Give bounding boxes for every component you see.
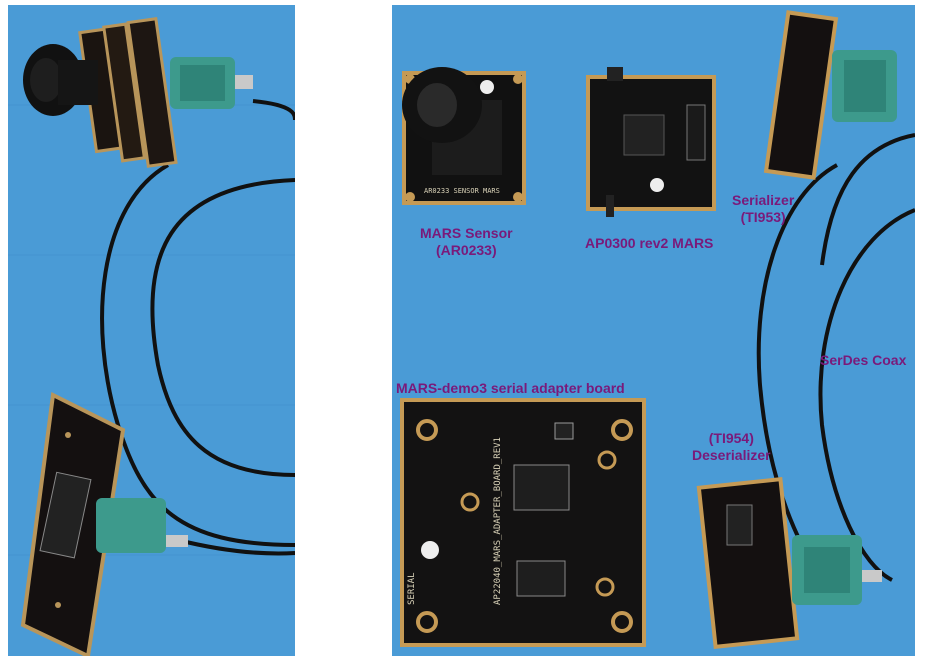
deserializer-label-line2: Deserializer [692, 447, 771, 463]
left-photo [8, 5, 295, 656]
serializer-label-line1: Serializer [732, 192, 795, 208]
mars-sensor-label-line1: MARS Sensor [420, 225, 513, 241]
demo3-adapter-board-icon: AP22040_MARS_ADAPTER_BOARD_REV1 SERIAL [400, 398, 646, 647]
ap0300-board-icon [586, 67, 716, 217]
serializer-board-icon [763, 10, 897, 180]
ap0300-label: AP0300 rev2 MARS [585, 235, 714, 251]
right-photo-canvas: AR0233 SENSOR MARS [392, 5, 915, 656]
deserializer-label-line1: (TI954) [708, 430, 754, 446]
serdes-coax-label: SerDes Coax [820, 352, 907, 368]
adapter-board-icon [20, 391, 188, 656]
demo3-board-label: MARS-demo3 serial adapter board [396, 380, 625, 396]
coax-cable-icon [100, 99, 295, 556]
fakra-connector-icon [170, 57, 253, 109]
mars-sensor-label: MARS Sensor (AR0233) [420, 225, 513, 259]
deserializer-label: (TI954) Deserializer [692, 430, 771, 464]
adapter-silkscreen: AP22040_MARS_ADAPTER_BOARD_REV1 [493, 437, 503, 605]
mars-sensor-label-line2: (AR0233) [435, 242, 497, 258]
deserializer-board-icon [696, 476, 882, 650]
right-photo: AR0233 SENSOR MARS [392, 5, 915, 656]
serializer-label-line2: (TI953) [740, 209, 786, 225]
serial-silkscreen: SERIAL [407, 572, 417, 605]
mars-sensor-board-icon: AR0233 SENSOR MARS [402, 67, 526, 205]
serializer-label: Serializer (TI953) [732, 192, 794, 226]
camera-lens-icon [23, 17, 178, 168]
left-photo-canvas [8, 5, 295, 656]
sensor-silkscreen: AR0233 SENSOR MARS [424, 187, 500, 195]
